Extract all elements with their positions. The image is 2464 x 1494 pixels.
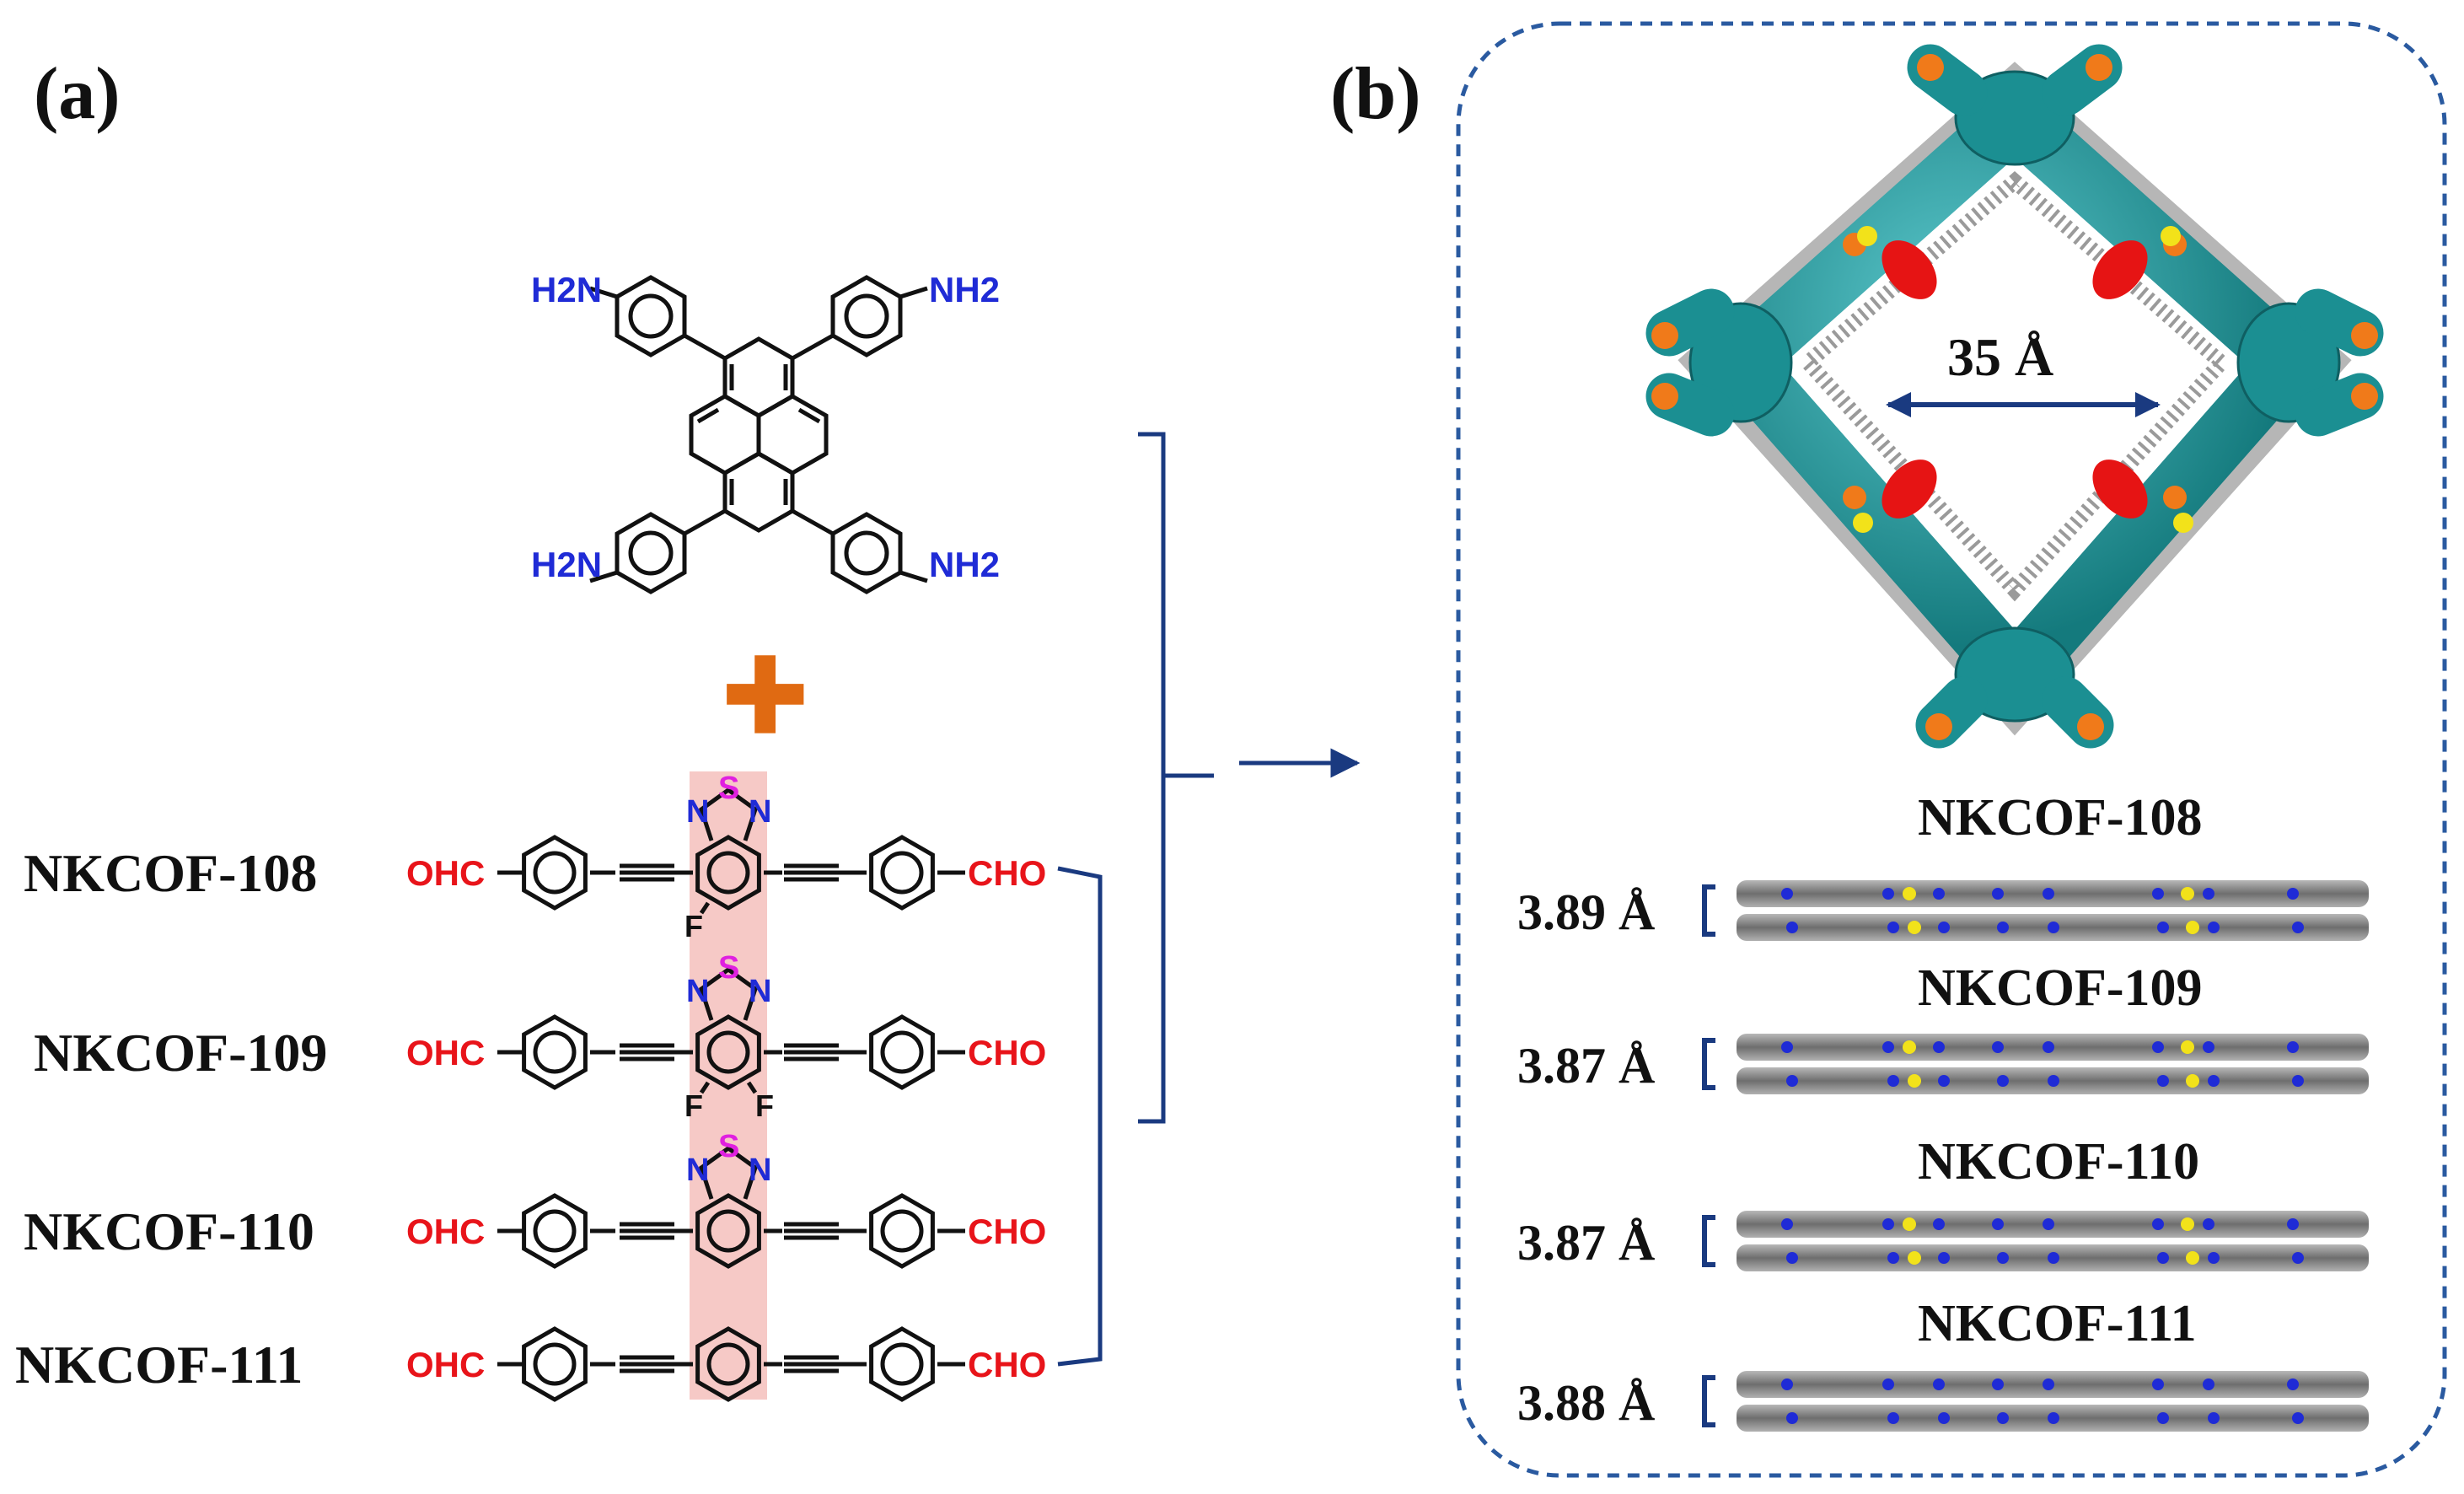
stack-name: NKCOF-109 xyxy=(1918,959,2203,1017)
dashed-frame xyxy=(1456,21,2447,1478)
stack-name: NKCOF-111 xyxy=(1918,1295,2197,1352)
panel-b: (b) xyxy=(1330,21,2447,1478)
stack-name: NKCOF-108 xyxy=(1918,789,2203,846)
cof-pore-structure: 35 Å xyxy=(1645,44,2384,749)
stack-nkcof-108: NKCOF-108 3.89 Å xyxy=(1517,789,2369,941)
aldehyde-right-label: CHO xyxy=(968,1345,1046,1384)
aldehyde-left-label: OHC xyxy=(406,853,485,893)
core-ring xyxy=(695,835,761,911)
stack-nkcof-109: NKCOF-109 3.87 Å xyxy=(1517,959,2369,1094)
linker-name: NKCOF-110 xyxy=(24,1201,314,1261)
thiadiazole-ring: SN N xyxy=(686,1129,771,1200)
aldehyde-left-label: OHC xyxy=(406,1212,485,1251)
stack-nkcof-111: NKCOF-111 3.88 Å xyxy=(1517,1295,2369,1432)
sulfur-atom-label: S xyxy=(718,771,739,806)
phenyl-ring-right xyxy=(869,835,935,911)
amine-label-tl: H2N xyxy=(531,270,602,309)
core-ring xyxy=(695,1193,761,1269)
panel-a: (a) xyxy=(15,53,1361,1402)
fluorine-atom-label: F xyxy=(684,909,703,943)
amine-label-tr: NH2 xyxy=(929,270,1000,309)
nitrogen-atom-label: N xyxy=(749,974,771,1009)
phenyl-ring-left xyxy=(522,835,588,911)
nitrogen-atom-label: N xyxy=(686,794,709,830)
reaction-bracket xyxy=(1138,432,1214,1124)
panel-b-label: (b) xyxy=(1330,53,1421,135)
core-ring xyxy=(695,1014,761,1090)
linker-row-nkcof-109: NKCOF-109 OHC CHO SN N F F xyxy=(34,950,1046,1123)
stack-spacing-label: 3.87 Å xyxy=(1517,1215,1655,1271)
stack-spacing-label: 3.88 Å xyxy=(1517,1375,1655,1431)
spacing-bracket xyxy=(1702,884,1715,937)
phenyl-ring-left xyxy=(522,1193,588,1269)
aldehyde-right-label: CHO xyxy=(968,853,1046,893)
linker-name: NKCOF-109 xyxy=(34,1023,327,1083)
stacking-list: NKCOF-108 3.89 Å NKCOF-109 3.87 Å NKCOF-110 3… xyxy=(1517,789,2369,1432)
linker-name: NKCOF-111 xyxy=(15,1335,303,1395)
aldehyde-right-label: CHO xyxy=(968,1212,1046,1251)
linker-row-nkcof-110: NKCOF-110 OHC CHO SN N xyxy=(24,1129,1046,1269)
aldehyde-left-label: OHC xyxy=(406,1345,485,1384)
phenyl-ring-right xyxy=(869,1326,935,1402)
amine-labels: H2N NH2 H2N NH2 xyxy=(531,270,1000,584)
nitrogen-atom-label: N xyxy=(749,794,771,830)
linker-connector xyxy=(1057,866,1103,1367)
panel-a-label: (a) xyxy=(34,53,121,135)
phenyl-ring-right xyxy=(869,1014,935,1090)
fluorine-atom-label: F xyxy=(755,1088,774,1123)
thiadiazole-ring: SN N xyxy=(686,771,771,841)
aldehyde-right-label: CHO xyxy=(968,1033,1046,1072)
spacing-bracket xyxy=(1702,1038,1715,1090)
tetra-amine-monomer xyxy=(589,275,928,594)
nitrogen-atom-label: N xyxy=(686,1153,709,1188)
phenyl-ring-left xyxy=(522,1014,588,1090)
linker-name: NKCOF-108 xyxy=(24,843,317,903)
stack-name: NKCOF-110 xyxy=(1918,1133,2199,1190)
stack-spacing-label: 3.89 Å xyxy=(1517,884,1655,940)
nitrogen-atom-label: N xyxy=(686,974,709,1009)
sulfur-atom-label: S xyxy=(718,950,739,986)
stack-spacing-label: 3.87 Å xyxy=(1517,1038,1655,1094)
linker-row-nkcof-108: NKCOF-108 OHC CHO SN N F xyxy=(24,771,1046,943)
fluorine-atom-label: F xyxy=(684,1088,703,1123)
spacing-bracket xyxy=(1702,1215,1715,1267)
linker-row-nkcof-111: NKCOF-111 OHC CHO xyxy=(15,1326,1046,1402)
sulfur-atom-label: S xyxy=(718,1129,739,1164)
thiadiazole-ring: SN N xyxy=(686,950,771,1021)
phenyl-ring-left xyxy=(522,1326,588,1402)
phenyl-ring-right xyxy=(869,1193,935,1269)
spacing-bracket xyxy=(1702,1375,1715,1427)
pore-size-label: 35 Å xyxy=(1947,327,2053,387)
plus-sign: + xyxy=(723,613,807,773)
core-ring xyxy=(695,1326,761,1402)
nitrogen-atom-label: N xyxy=(749,1153,771,1188)
aldehyde-left-label: OHC xyxy=(406,1033,485,1072)
amine-label-br: NH2 xyxy=(929,545,1000,584)
amine-label-bl: H2N xyxy=(531,545,602,584)
stack-nkcof-110: NKCOF-110 3.87 Å xyxy=(1517,1133,2369,1271)
